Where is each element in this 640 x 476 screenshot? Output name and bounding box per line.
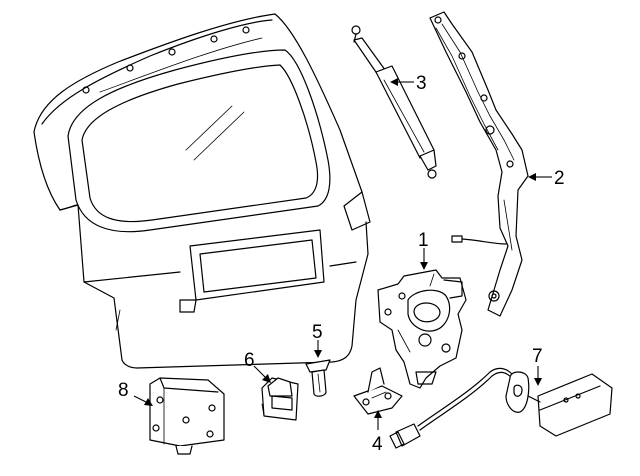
liftgate-switch — [261, 377, 299, 421]
callout-4: 4 — [372, 434, 383, 455]
callout-8: 8 — [118, 380, 129, 401]
callout-7: 7 — [532, 346, 543, 367]
callout-6: 6 — [244, 350, 255, 371]
control-module — [149, 377, 225, 455]
lift-support-strut — [351, 25, 437, 179]
callout-2: 2 — [554, 168, 565, 189]
callout-1: 1 — [418, 230, 429, 251]
liftgate-bumper — [305, 359, 331, 397]
liftgate-hinge — [429, 11, 529, 317]
callout-leaders — [133, 78, 552, 430]
callout-5: 5 — [312, 322, 323, 343]
callout-3: 3 — [416, 73, 427, 94]
liftgate-panel — [33, 13, 371, 369]
release-handle-cable — [389, 367, 613, 449]
striker — [353, 367, 403, 415]
callout-labels: 1 2 3 4 5 6 7 8 — [118, 73, 565, 455]
latch-actuator — [377, 269, 467, 389]
